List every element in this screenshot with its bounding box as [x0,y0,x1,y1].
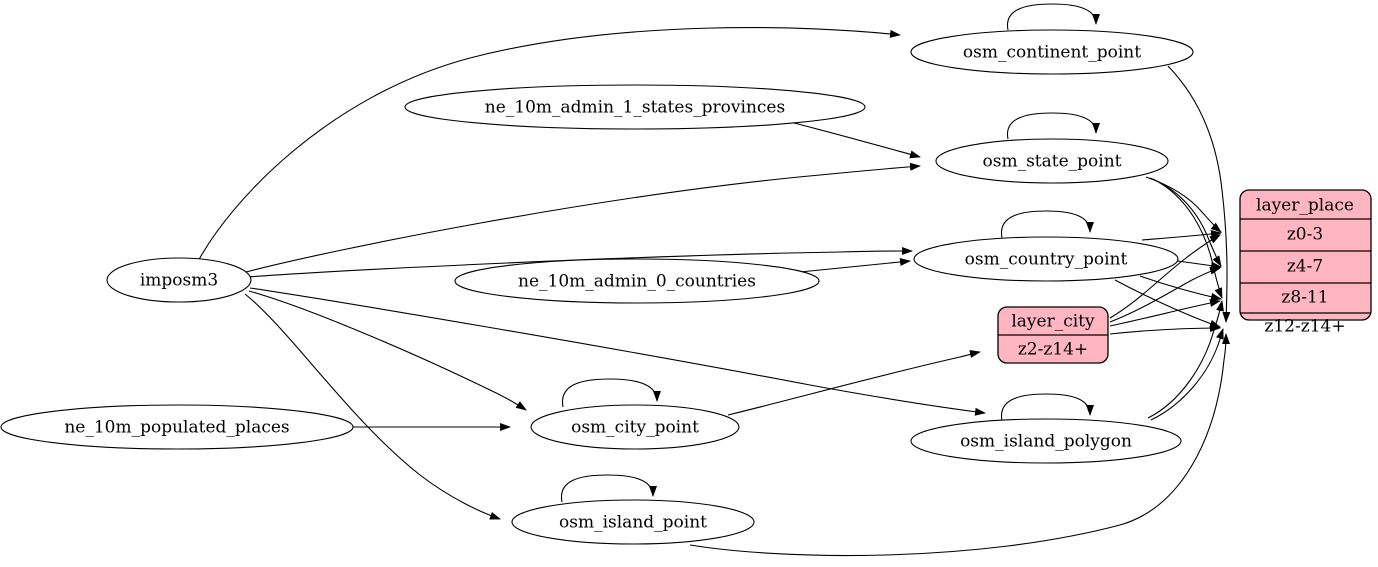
node-osm-island-polygon[interactable]: osm_island_polygon [910,418,1182,464]
edge-country-point-to-layer-place-z0 [1141,230,1222,241]
edge-layer-city-to-layer-place-z0 [1109,234,1221,319]
edge-layer-city-to-layer-place-z12 [1109,324,1221,335]
edge-island-point-to-layer-place-z12 [689,333,1230,557]
layer-place-title: layer_place [1256,196,1354,216]
edge-imposm3-to-city-point [248,290,527,411]
node-ne-10m-admin-1-states-provinces-label: ne_10m_admin_1_states_provinces [485,98,785,118]
node-layer-city[interactable]: layer_city z2-z14+ [997,306,1109,364]
node-osm-state-point-label: osm_state_point [983,152,1122,172]
layer-place-row-z12-z14: z12-z14+ [1264,317,1345,337]
edge-imposm3-to-island-polygon [249,287,986,416]
node-osm-island-point[interactable]: osm_island_point [511,499,755,545]
layer-place-box[interactable] [1239,189,1372,321]
edge-country-point-to-layer-place-z12 [1114,279,1221,328]
edge-self-loop-island-point [560,474,657,503]
edge-imposm3-to-island-point [244,293,501,520]
node-osm-continent-point[interactable]: osm_continent_point [910,29,1194,75]
node-osm-country-point-label: osm_country_point [965,250,1128,270]
edge-ne-countries-to-country-point [799,258,911,273]
layer-city-row-z2-z14: z2-z14+ [1018,340,1088,360]
node-ne-10m-populated-places[interactable]: ne_10m_populated_places [0,404,354,450]
edge-self-loop-continent-point [1006,3,1100,31]
edge-self-loop-city-point [562,378,661,408]
node-osm-city-point[interactable]: osm_city_point [530,404,740,450]
edge-self-loop-island-polygon [1000,393,1094,422]
node-ne-10m-admin-0-countries-label: ne_10m_admin_0_countries [518,272,756,292]
edge-layer-city-to-layer-place-z8 [1109,299,1221,327]
node-osm-country-point[interactable]: osm_country_point [913,236,1179,282]
layer-place-row-z4-7: z4-7 [1287,257,1323,277]
edge-ne-states-to-state-point [789,121,921,159]
edge-state-point-to-layer-place-z0 [1145,176,1222,233]
edges-layer [195,3,1231,557]
node-layer-place[interactable]: layer_place z0-3 z4-7 z8-11 z12-z14+ [1239,189,1372,337]
node-imposm3[interactable]: imposm3 [106,257,252,303]
edge-imposm3-to-state-point [245,162,921,273]
node-osm-city-point-label: osm_city_point [571,418,699,438]
node-osm-island-polygon-label: osm_island_polygon [960,432,1132,452]
layer-place-row-z0-3: z0-3 [1287,225,1323,245]
layer-nodes-layer: layer_city z2-z14+ layer_place z0-3 z4-7… [997,189,1372,364]
layer-city-title: layer_city [1011,312,1095,332]
edge-city-point-to-layer-city [727,350,981,416]
edge-island-polygon-to-layer-place-z12 [1150,328,1224,421]
edge-country-point-to-layer-place-z8 [1139,275,1222,301]
node-ne-10m-admin-0-countries[interactable]: ne_10m_admin_0_countries [454,258,820,304]
node-ne-10m-populated-places-label: ne_10m_populated_places [64,418,289,438]
edge-continent-point-to-layer-place-z12 [1167,65,1231,323]
edge-state-point-to-layer-place-z4 [1149,177,1222,267]
node-imposm3-label: imposm3 [140,271,218,291]
edge-self-loop-state-point [1006,112,1100,140]
layer-place-row-z8-11: z8-11 [1281,288,1328,308]
node-ne-10m-admin-1-states-provinces[interactable]: ne_10m_admin_1_states_provinces [404,84,866,130]
edge-imposm3-to-continent-point [195,27,901,266]
node-osm-island-point-label: osm_island_point [559,513,707,533]
edge-layer-city-to-layer-place-z4 [1109,266,1221,323]
edge-self-loop-country-point [1000,210,1094,239]
nodes-layer: osm_continent_point ne_10m_admin_1_state… [0,29,1194,545]
node-osm-state-point[interactable]: osm_state_point [935,138,1169,184]
node-osm-continent-point-label: osm_continent_point [963,43,1141,63]
edge-island-polygon-to-layer-place-z8 [1147,300,1224,419]
edge-imposm3-to-country-point [247,247,913,278]
